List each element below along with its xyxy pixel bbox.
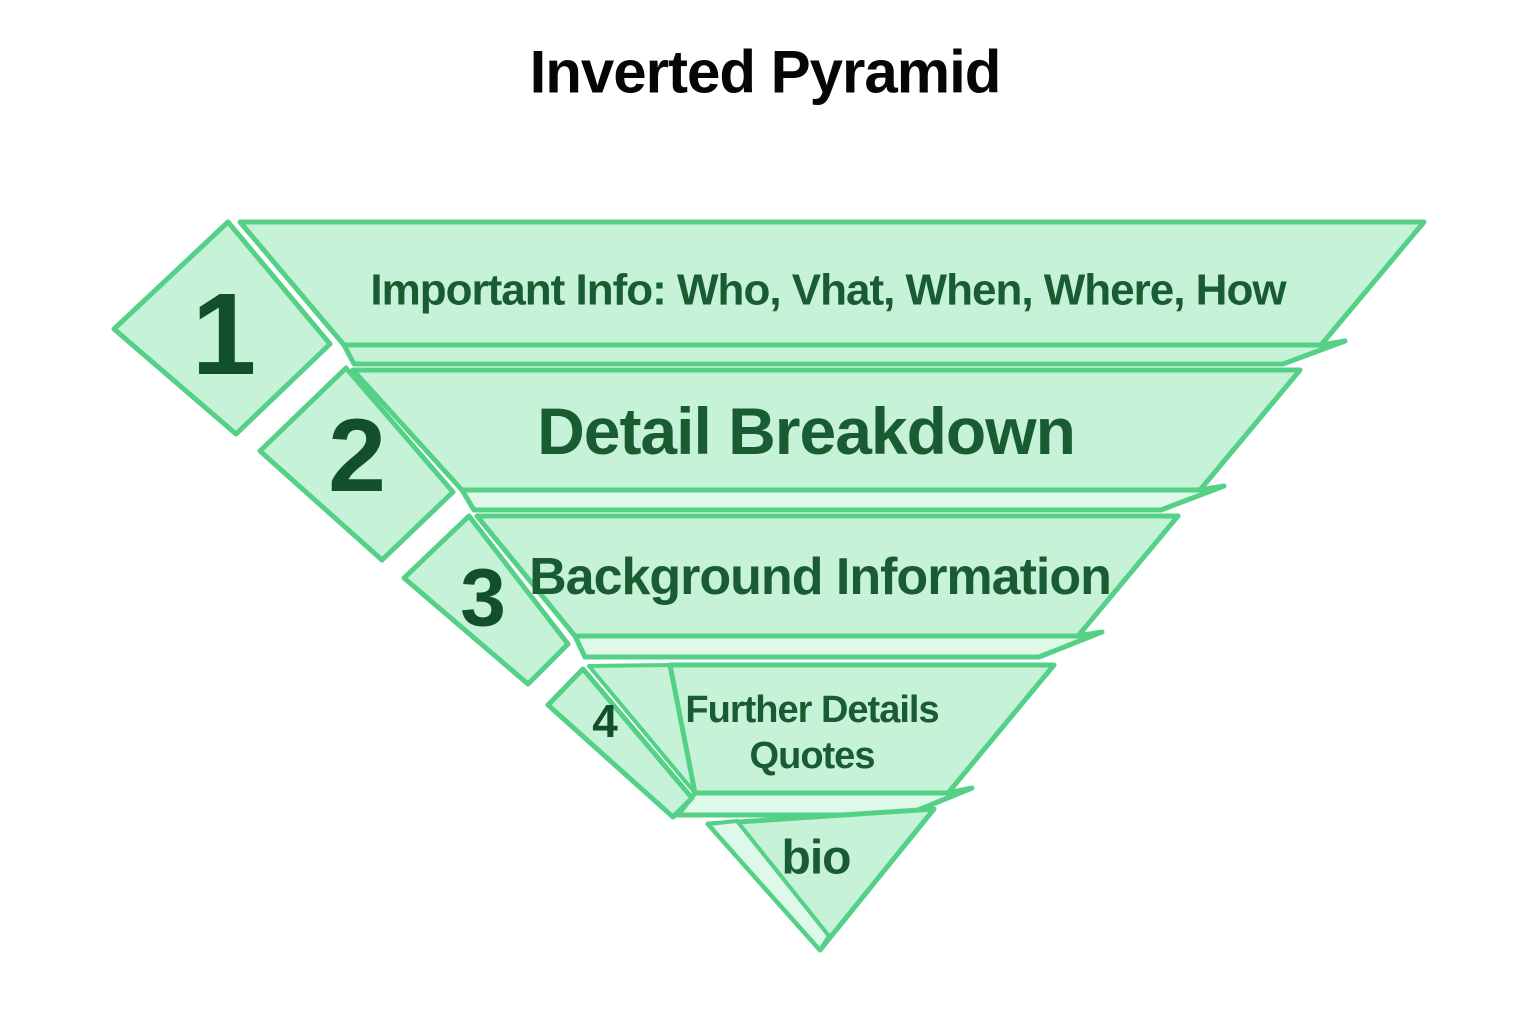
pyramid-layer-4: 4 Further Details Quotes	[545, 662, 1057, 820]
bio-label: bio	[782, 832, 851, 885]
layer2-number: 2	[328, 398, 386, 514]
layer3-number: 3	[460, 553, 506, 644]
layer3-number-diamond	[401, 513, 571, 687]
pyramid-layer-3: 3 Background Information	[401, 513, 1181, 687]
layer1-face	[237, 219, 1427, 348]
layer1-number-diamond	[111, 219, 333, 437]
layer3-face	[474, 513, 1181, 639]
layer4-number-diamond	[545, 666, 695, 820]
pyramid-layer-2: 2 Detail Breakdown	[257, 365, 1303, 563]
layer2-number-diamond	[257, 365, 456, 563]
pyramid-layer-1: 1 Important Info: Who, Vhat, When, Where…	[111, 219, 1427, 437]
layer1-number: 1	[192, 269, 257, 399]
layer3-label: Background Information	[529, 548, 1111, 606]
pyramid-layer-bio: bio	[705, 806, 937, 953]
layer2-label: Detail Breakdown	[537, 394, 1075, 468]
bio-left-bevel	[706, 819, 831, 952]
layer4-number: 4	[592, 695, 618, 747]
layer4-face	[667, 662, 1057, 796]
layer2-face	[350, 367, 1303, 493]
layer4-label-line1: Further Details	[685, 689, 938, 731]
layer4-label-line2: Quotes	[750, 735, 875, 777]
layer1-label: Important Info: Who, Vhat, When, Where, …	[370, 266, 1287, 315]
diagram-title: Inverted Pyramid	[530, 39, 1001, 106]
